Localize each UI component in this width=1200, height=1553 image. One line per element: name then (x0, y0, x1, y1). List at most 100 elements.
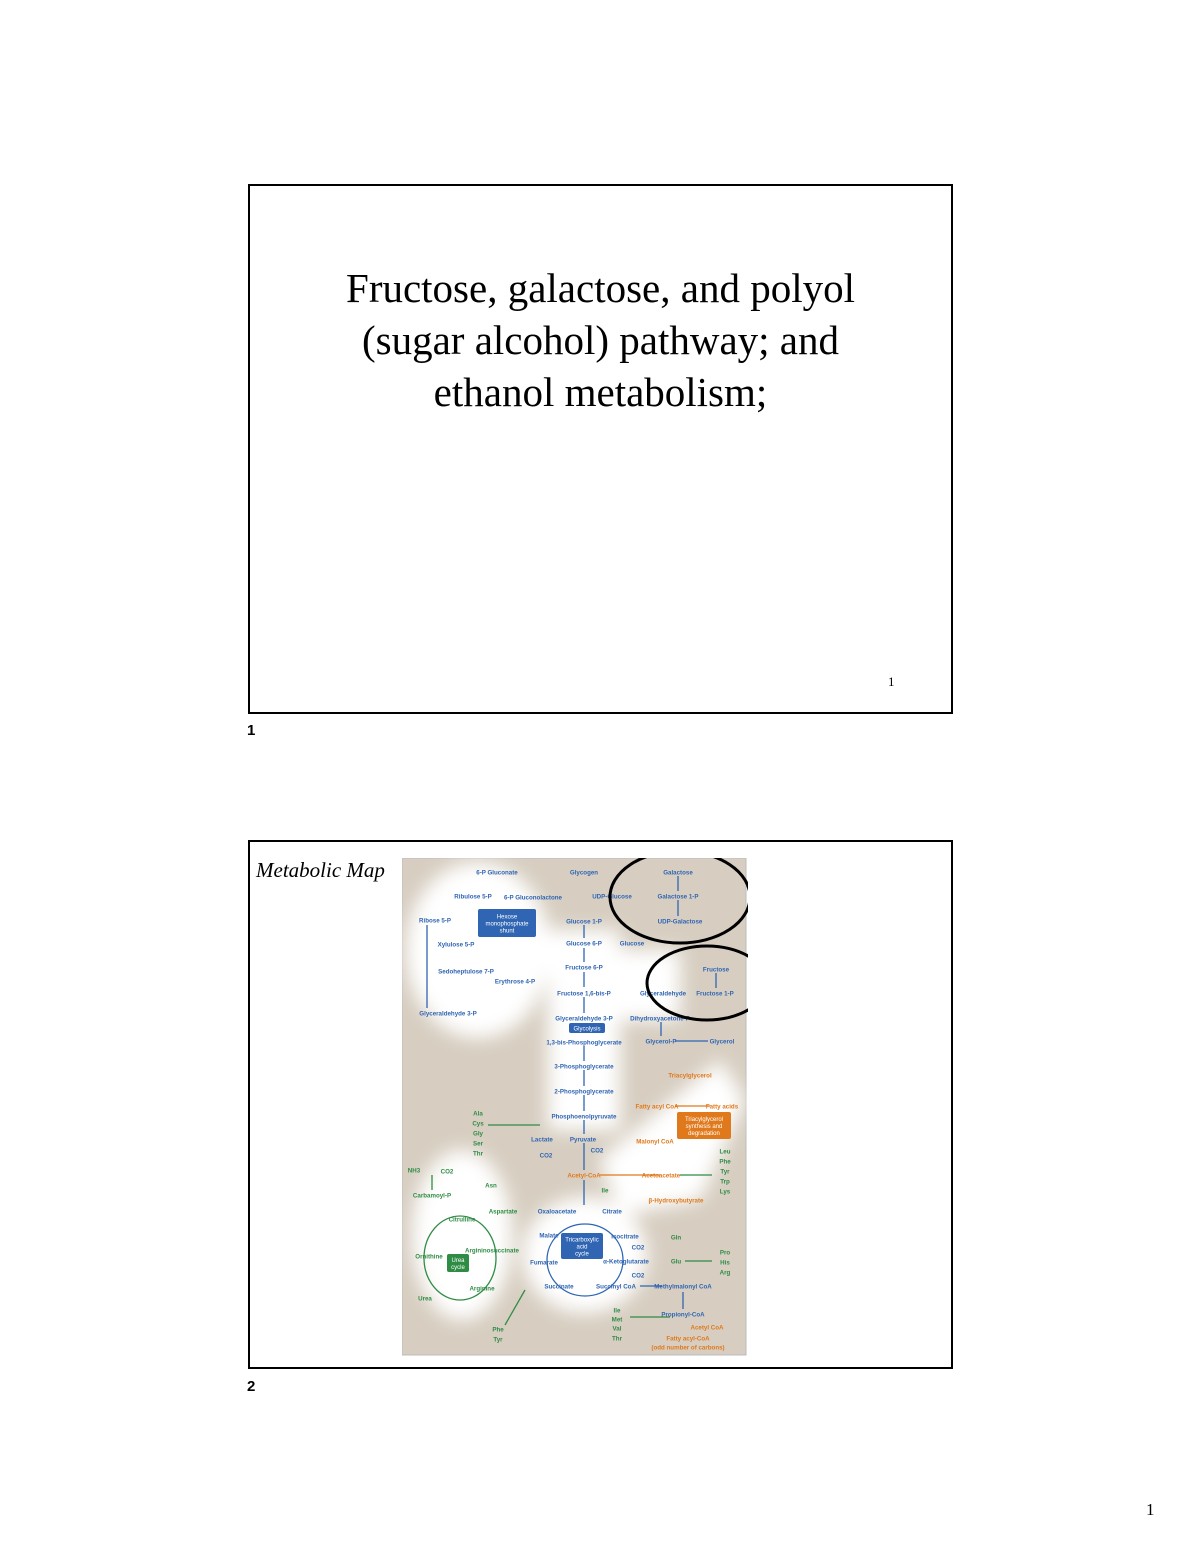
map-label: 6-P Gluconate (476, 870, 518, 877)
map-label: Glycerol (710, 1039, 735, 1046)
map-box (677, 1112, 731, 1139)
map-label: Ornithine (415, 1254, 443, 1261)
map-label: Glucose 1-P (566, 919, 602, 926)
map-label: Ala (473, 1111, 483, 1118)
map-label: Fumarate (530, 1260, 558, 1267)
slide-title: Fructose, galactose, and polyol (sugar a… (250, 262, 951, 418)
map-label: Dihydroxyacetone-P (630, 1016, 690, 1023)
map-label: Met (612, 1317, 623, 1324)
map-label: Arginine (469, 1286, 495, 1293)
map-label: Propionyl-CoA (661, 1312, 705, 1319)
slide-number: 1 (888, 674, 895, 689)
map-label: α-Ketoglutarate (603, 1259, 649, 1266)
map-box-label: cycle (451, 1265, 465, 1271)
map-label: Fructose (703, 967, 730, 974)
map-label: Methylmalonyl CoA (654, 1284, 712, 1291)
map-label: Fructose 6-P (565, 965, 602, 972)
map-label: β-Hydroxybutyrate (648, 1198, 704, 1205)
map-label: Malate (539, 1233, 559, 1240)
map-label: Phe (492, 1327, 504, 1334)
map-label: CO2 (591, 1148, 604, 1155)
map-label: Acetoacetate (642, 1173, 681, 1180)
map-label: Glucose (620, 941, 645, 948)
title-line: ethanol metabolism; (433, 369, 768, 415)
map-label: Fatty acyl-CoA (666, 1336, 710, 1343)
slide-2: Metabolic Map (248, 840, 953, 1369)
map-label: (odd number of carbons) (651, 1345, 724, 1352)
map-label: Malonyl CoA (636, 1139, 674, 1146)
map-box-label: monophosphate (485, 921, 529, 927)
map-label: Ser (473, 1141, 484, 1148)
map-label: Galactose (663, 870, 693, 877)
map-label: CO2 (540, 1153, 553, 1160)
map-label: Triacylglycerol (668, 1073, 712, 1080)
map-label: Thr (473, 1151, 484, 1158)
map-label: Asn (485, 1183, 497, 1190)
map-label: Glu (671, 1259, 682, 1266)
map-box (447, 1254, 469, 1272)
map-box-label: shunt (500, 928, 515, 934)
map-label: Tyr (493, 1337, 503, 1344)
map-label: Tyr (720, 1169, 730, 1176)
map-label: Argininosuccinate (465, 1248, 520, 1255)
map-label: CO2 (632, 1273, 645, 1280)
map-box (569, 1023, 605, 1033)
fructose-highlight-circle (645, 944, 748, 1022)
map-cycle-arrow (546, 1223, 624, 1297)
map-label: 1,3-bis-Phosphoglycerate (546, 1040, 622, 1047)
map-label: Pyruvate (570, 1137, 597, 1144)
map-label: Acetyl-CoA (567, 1173, 601, 1180)
map-label: Lactate (531, 1137, 553, 1144)
map-label: Erythrose 4-P (495, 979, 535, 986)
slide-caption-number: 1 (247, 722, 256, 739)
map-label: Val (613, 1326, 622, 1333)
map-arrows (423, 876, 717, 1326)
map-label: Cys (472, 1121, 484, 1128)
map-label: Urea (418, 1296, 432, 1303)
map-label: Sedoheptulose 7-P (438, 969, 494, 976)
map-box-label: Tricarboxylic (565, 1237, 598, 1243)
map-boxes: HexosemonophosphateshuntGlycolysisTriacy… (447, 909, 731, 1272)
map-cycle-arrow (423, 1215, 497, 1301)
map-label: Gly (473, 1131, 484, 1138)
map-label: Fatty acids (706, 1104, 739, 1111)
map-label: Aspartate (489, 1209, 518, 1216)
map-label: Xylulose 5-P (438, 942, 475, 949)
map-label: Succinate (544, 1284, 574, 1291)
map-label: Glycogen (570, 870, 598, 877)
map-label: Phosphoenolpyruvate (552, 1114, 618, 1121)
title-line: Fructose, galactose, and polyol (346, 265, 855, 311)
map-label: Glyceraldehyde 3-P (555, 1016, 612, 1023)
map-arrow (504, 1289, 526, 1326)
map-box-label: Glycolysis (573, 1026, 600, 1032)
title-line: (sugar alcohol) pathway; and (361, 317, 840, 363)
map-box-label: synthesis and (686, 1124, 723, 1130)
map-label: Ribulose 5-P (454, 894, 491, 901)
map-label: Ile (614, 1308, 621, 1315)
map-label: Citrulline (449, 1217, 476, 1224)
map-label: Carbamoyl-P (413, 1193, 451, 1200)
page-number: 1 (1146, 1500, 1155, 1519)
map-label: Ribose 5-P (419, 918, 451, 925)
map-label: Fructose 1,6-bis-P (557, 991, 611, 998)
map-label: 6-P Gluconolactone (504, 895, 563, 902)
map-label: CO2 (632, 1245, 645, 1252)
map-label: Acetyl CoA (690, 1325, 724, 1332)
map-box-label: acid (576, 1244, 587, 1250)
map-label: Glycerol-P (646, 1039, 677, 1046)
map-box-label: cycle (575, 1251, 589, 1257)
map-label: Trp (720, 1179, 730, 1186)
map-label: Glyceraldehyde 3-P (419, 1011, 476, 1018)
map-label: Lys (720, 1189, 731, 1196)
map-label: Fatty acyl CoA (636, 1104, 680, 1111)
slide-title: Metabolic Map (256, 858, 385, 882)
map-box (561, 1233, 603, 1259)
map-label: NH3 (408, 1168, 421, 1175)
map-box-label: Urea (451, 1258, 465, 1264)
map-label: Arg (720, 1270, 731, 1277)
map-label: Gln (671, 1235, 682, 1242)
map-label: Succinyl CoA (596, 1284, 636, 1291)
map-label: Ile (602, 1188, 609, 1195)
slide-caption-number: 2 (247, 1378, 256, 1395)
